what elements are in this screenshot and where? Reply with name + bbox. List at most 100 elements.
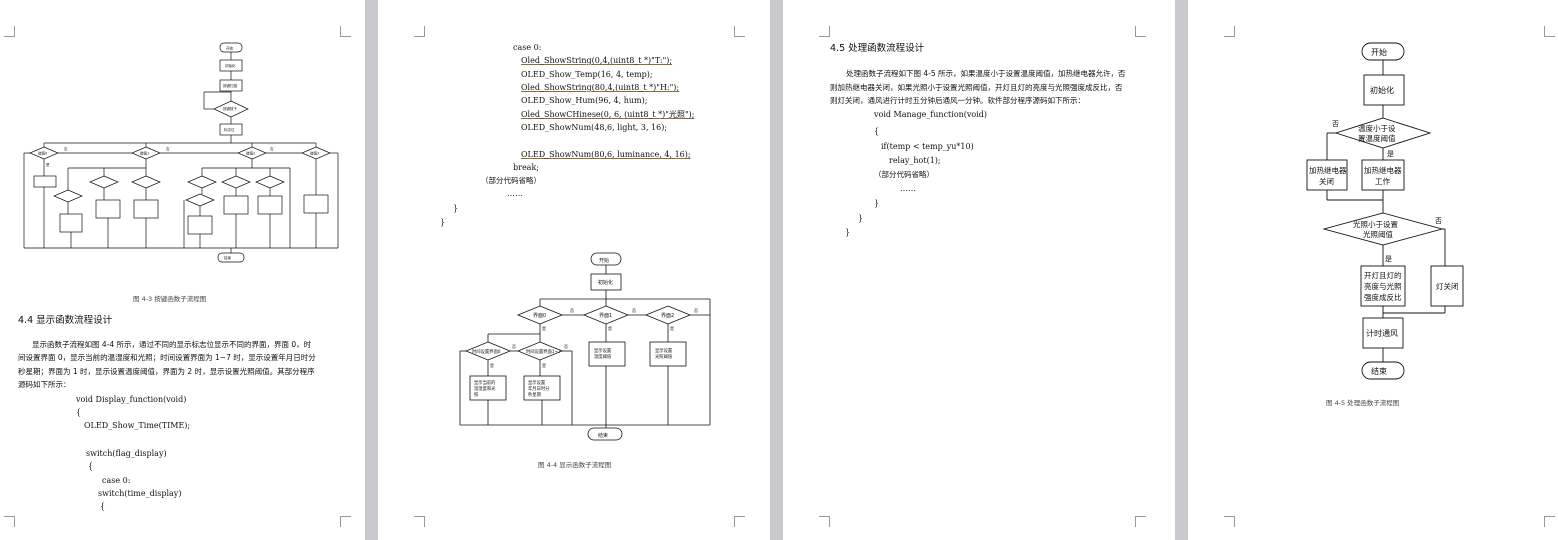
svg-text:加热继电器: 加热继电器	[1309, 165, 1347, 175]
svg-text:否: 否	[694, 308, 698, 313]
crop-mark	[1224, 516, 1235, 527]
svg-text:亮度与光照: 亮度与光照	[1364, 281, 1402, 291]
crop-mark	[734, 26, 745, 37]
paragraph-line: 处理函数子流程如下图 4-5 所示，如果温度小于设置温度阈值，加热继电器允许，否	[846, 69, 1126, 78]
code-line: OLED_ShowNum(80,6, luminance, 4, 16);	[521, 150, 691, 159]
svg-text:键值0: 键值0	[38, 151, 47, 156]
key-function-flowchart: 开始 初始化 按键扫描 按键按下 标志位 键值0 键值1 键值2 键值3 否 否…	[23, 42, 339, 263]
code-line: ……	[900, 184, 916, 193]
svg-text:否: 否	[166, 147, 170, 151]
svg-text:初始化: 初始化	[225, 63, 236, 68]
code-line: switch(time_display)	[98, 489, 182, 498]
code-comment: （部分代码省略）	[481, 176, 541, 185]
svg-text:时间设置界面1~7: 时间设置界面1~7	[526, 348, 561, 355]
crop-mark	[1544, 26, 1555, 37]
code-line: }	[845, 228, 851, 237]
svg-text:关闭: 关闭	[1319, 176, 1334, 186]
code-line: }	[858, 214, 864, 223]
code-line: {	[76, 408, 82, 417]
svg-text:结束: 结束	[1371, 366, 1387, 376]
code-line: relay_hot(1);	[889, 156, 941, 165]
code-line: Oled_ShowCHinese(0, 6, (uint8_t *)"光照");	[521, 110, 695, 119]
svg-text:温度阈值: 温度阈值	[594, 353, 612, 360]
paragraph-line: 则灯关闭，通风进行计时五分钟后通风一分钟。软件部分程序源码如下所示：	[830, 96, 1085, 105]
code-line: OLED_ShowNum(48,6, light, 3, 16);	[521, 123, 668, 132]
paragraph-line: 显示函数子流程如图 4-4 所示，通过不同的显示标志位显示不同的界面，界面 0，…	[32, 340, 312, 349]
svg-text:键值3: 键值3	[310, 151, 319, 156]
code-line: Oled_ShowString(0,4,(uint8_t *)"T:");	[521, 56, 673, 65]
figure-caption: 图 4-5 处理函数子流程图	[1326, 399, 1400, 407]
svg-text:工作: 工作	[1375, 176, 1391, 186]
svg-text:键值1: 键值1	[140, 151, 149, 156]
code-line: {	[100, 502, 106, 511]
document-page-1: 开始 初始化 按键扫描 按键按下 标志位 键值0 键值1 键值2 键值3 否 否…	[0, 0, 365, 540]
svg-text:界面0: 界面0	[533, 313, 546, 319]
svg-text:是: 是	[670, 325, 674, 331]
svg-text:年月日时分: 年月日时分	[528, 385, 550, 392]
svg-text:是: 是	[490, 362, 494, 368]
crop-mark	[4, 26, 15, 37]
display-function-flowchart: 开始 初始化 界面0 界面1 界面2 时间设置界面0 时间设置界面1~7 显示当…	[459, 252, 711, 441]
svg-text:否: 否	[1332, 120, 1339, 128]
svg-text:时间设置界面0: 时间设置界面0	[472, 348, 501, 355]
svg-text:标志位: 标志位	[224, 127, 235, 132]
svg-text:强度成反比: 强度成反比	[1364, 292, 1402, 302]
svg-text:按键按下: 按键按下	[223, 106, 237, 111]
document-page-2: case 0: Oled_ShowString(0,4,(uint8_t *)"…	[378, 0, 770, 540]
svg-text:显示设置: 显示设置	[594, 347, 612, 354]
svg-text:计时通风: 计时通风	[1366, 328, 1398, 338]
svg-text:加热继电器: 加热继电器	[1364, 165, 1402, 175]
svg-text:是: 是	[1387, 150, 1394, 158]
flow-start-label: 开始	[1371, 47, 1387, 57]
svg-text:否: 否	[570, 308, 574, 313]
svg-text:秒星期: 秒星期	[528, 391, 541, 398]
code-line: break;	[513, 163, 539, 172]
svg-text:是: 是	[1385, 255, 1392, 263]
process-function-flowchart: 开始 初始化 温度小于设 置温度阈值 加热继电器 关闭 加热继电器 工作 否 是…	[1306, 42, 1464, 380]
code-line: OLED_Show_Time(TIME);	[84, 421, 191, 430]
svg-text:初始化: 初始化	[1370, 85, 1394, 95]
paragraph-line: 源码如下所示：	[18, 380, 71, 389]
code-line: }	[453, 204, 459, 213]
paragraph-line: 则加热继电器关闭，如果光照小于设置光照阈值，开灯且灯的亮度与光照强度成反比，否	[830, 83, 1123, 92]
svg-text:界面2: 界面2	[661, 313, 674, 319]
svg-text:否: 否	[270, 147, 274, 151]
code-line: }	[440, 218, 446, 227]
document-page-4: 开始 初始化 温度小于设 置温度阈值 加热继电器 关闭 加热继电器 工作 否 是…	[1188, 0, 1558, 540]
svg-text:光照阈值: 光照阈值	[655, 353, 673, 360]
svg-text:光照阈值: 光照阈值	[1363, 229, 1393, 239]
crop-mark	[1135, 516, 1146, 527]
code-line: }	[874, 199, 880, 208]
crop-mark	[414, 26, 425, 37]
code-line: if(temp < temp_yu*10)	[881, 142, 974, 151]
svg-text:初始化: 初始化	[598, 279, 613, 286]
svg-text:按键扫描: 按键扫描	[223, 83, 237, 88]
svg-text:照: 照	[474, 392, 479, 398]
flow-start-label: 开始	[226, 46, 233, 51]
svg-text:温度小于设: 温度小于设	[1358, 123, 1396, 133]
svg-text:键值2: 键值2	[246, 151, 255, 156]
code-comment: （部分代码省略）	[874, 170, 934, 179]
svg-text:灯关闭: 灯关闭	[1436, 281, 1459, 291]
code-line: ……	[507, 189, 523, 198]
crop-mark	[734, 516, 745, 527]
svg-text:置温度阈值: 置温度阈值	[1358, 133, 1396, 143]
code-line: Oled_ShowString(80,4,(uint8_t *)"H:");	[521, 83, 680, 92]
svg-text:温湿度和光: 温湿度和光	[474, 385, 496, 392]
section-heading: 4.5 处理函数流程设计	[830, 43, 925, 54]
svg-text:否: 否	[632, 308, 636, 313]
svg-text:结束: 结束	[598, 432, 608, 439]
code-line: void Manage_function(void)	[874, 110, 988, 119]
crop-mark	[819, 516, 830, 527]
svg-text:结束: 结束	[224, 255, 231, 260]
figure-caption: 图 4-3 按键函数子流程图	[133, 295, 207, 303]
svg-text:显示设置: 显示设置	[528, 379, 546, 386]
crop-mark	[1224, 26, 1235, 37]
code-line: OLED_Show_Temp(16, 4, temp);	[521, 70, 653, 79]
code-line: {	[874, 127, 880, 136]
svg-text:是: 是	[608, 325, 612, 331]
code-line: switch(flag_display)	[86, 449, 167, 458]
svg-text:开灯且灯的: 开灯且灯的	[1364, 270, 1402, 280]
code-line: case 0:	[513, 43, 542, 52]
svg-text:否: 否	[1435, 217, 1442, 225]
